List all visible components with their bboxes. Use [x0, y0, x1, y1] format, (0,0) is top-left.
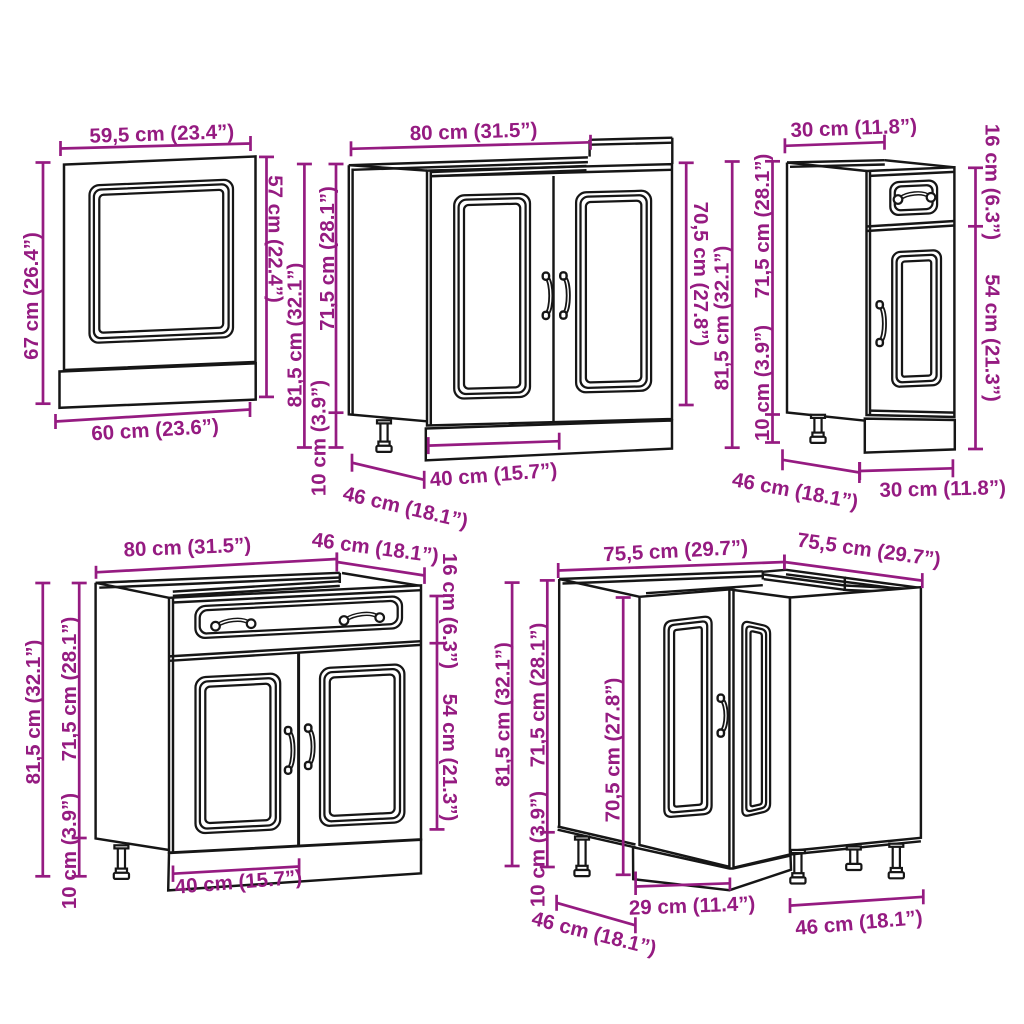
svg-text:71,5 cm (28.1”): 71,5 cm (28.1”) — [527, 623, 550, 768]
svg-text:54 cm (21.3”): 54 cm (21.3”) — [981, 274, 1004, 402]
svg-text:71,5 cm (28.1”): 71,5 cm (28.1”) — [58, 617, 81, 762]
svg-text:71,5 cm (28.1”): 71,5 cm (28.1”) — [316, 186, 339, 331]
svg-text:10 cm (3.9”): 10 cm (3.9”) — [58, 793, 81, 909]
svg-text:57 cm (22.4”): 57 cm (22.4”) — [264, 175, 287, 303]
svg-text:80 cm (31.5”): 80 cm (31.5”) — [123, 534, 251, 562]
svg-text:30 cm (11.8”): 30 cm (11.8”) — [790, 115, 917, 142]
svg-text:59,5 cm (23.4”): 59,5 cm (23.4”) — [89, 120, 234, 148]
svg-text:10 cm (3.9”): 10 cm (3.9”) — [527, 791, 550, 907]
svg-text:29 cm (11.4”): 29 cm (11.4”) — [628, 892, 755, 919]
svg-text:81,5 cm (32.1”): 81,5 cm (32.1”) — [492, 642, 515, 787]
svg-text:10 cm (3.9”): 10 cm (3.9”) — [308, 380, 331, 496]
svg-text:10 cm (3.9”): 10 cm (3.9”) — [751, 325, 774, 441]
svg-text:70,5 cm (27.8”): 70,5 cm (27.8”) — [602, 678, 625, 823]
svg-text:16 cm (6.3”): 16 cm (6.3”) — [438, 553, 461, 669]
svg-text:81,5 cm (32.1”): 81,5 cm (32.1”) — [22, 640, 45, 785]
svg-text:81,5 cm (32.1”): 81,5 cm (32.1”) — [711, 246, 734, 391]
svg-text:30 cm (11.8”): 30 cm (11.8”) — [879, 476, 1006, 502]
svg-text:67 cm (26.4”): 67 cm (26.4”) — [20, 232, 43, 360]
svg-text:16 cm (6.3”): 16 cm (6.3”) — [981, 124, 1004, 240]
svg-text:81,5 cm (32.1”): 81,5 cm (32.1”) — [284, 263, 307, 408]
svg-text:71,5 cm (28.1”): 71,5 cm (28.1”) — [751, 154, 774, 299]
svg-text:54 cm (21.3”): 54 cm (21.3”) — [438, 694, 461, 822]
svg-text:80 cm (31.5”): 80 cm (31.5”) — [409, 118, 537, 145]
svg-text:70,5 cm (27.8”): 70,5 cm (27.8”) — [689, 202, 712, 347]
